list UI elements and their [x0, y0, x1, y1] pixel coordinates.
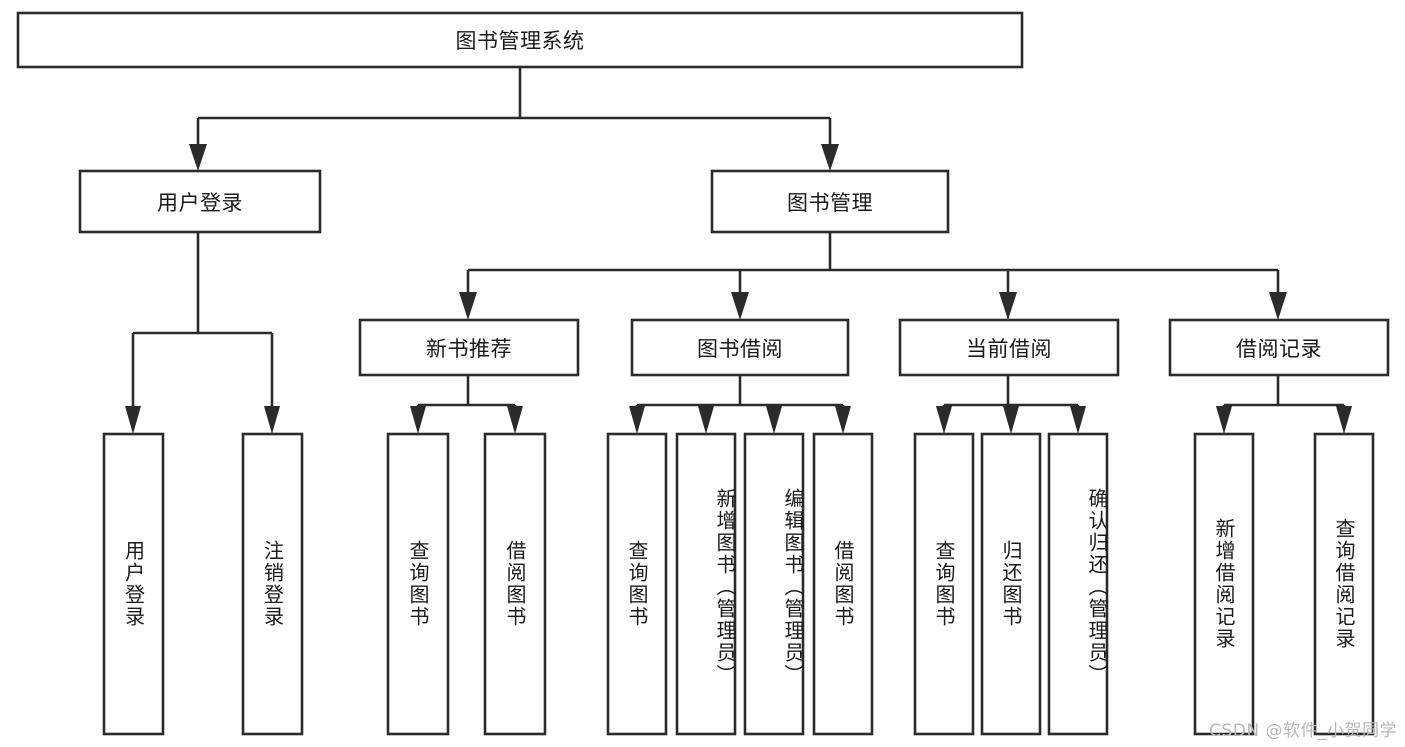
node-box-borrow-record[interactable] [1168, 318, 1390, 377]
arrow-head-icon [125, 406, 141, 434]
arrow-head-icon [936, 406, 952, 434]
node-box-book-borrow[interactable] [630, 318, 850, 377]
node-box-leaf-borrow-query-book[interactable] [606, 432, 668, 736]
arrow-head-icon [459, 292, 477, 320]
node-box-leaf-borrow-add-book[interactable] [675, 432, 737, 736]
arrow-head-icon [264, 406, 280, 434]
arrow-head-icon [1003, 406, 1019, 434]
arrow-head-icon [731, 292, 749, 320]
arrow-head-icon [189, 144, 207, 171]
node-box-leaf-record-query[interactable] [1313, 432, 1375, 736]
arrow-head-icon [821, 144, 839, 171]
arrow-head-icon [629, 406, 645, 434]
arrow-head-icon [1269, 292, 1287, 320]
node-box-leaf-rec-borrow-book[interactable] [483, 432, 547, 736]
connector-currentborrow-to-leaves [936, 375, 1086, 434]
connector-bookborrow-to-leaves [629, 375, 851, 434]
connector-userlogin-to-leaves [125, 232, 280, 434]
connector-bookmanage-to-level3 [459, 232, 1287, 320]
arrow-head-icon [766, 406, 782, 434]
arrow-head-icon [507, 406, 523, 434]
node-box-book-manage[interactable] [710, 169, 950, 234]
arrow-head-icon [835, 406, 851, 434]
arrow-head-icon [698, 406, 714, 434]
node-box-leaf-current-confirm-return[interactable] [1047, 432, 1109, 736]
node-box-leaf-current-query-book[interactable] [913, 432, 975, 736]
node-box-leaf-rec-query-book[interactable] [386, 432, 450, 736]
arrow-head-icon [1336, 406, 1352, 434]
arrow-head-icon [999, 292, 1017, 320]
node-box-leaf-user-login[interactable] [102, 432, 165, 736]
node-box-current-borrow[interactable] [898, 318, 1120, 377]
connector-borrowrecord-to-leaves [1216, 375, 1352, 434]
node-box-leaf-current-return-book[interactable] [980, 432, 1042, 736]
connector-root-to-level2 [189, 67, 839, 171]
node-box-root[interactable] [16, 11, 1024, 69]
connector-newbookrec-to-leaves [410, 375, 523, 434]
arrow-head-icon [410, 406, 426, 434]
node-box-leaf-borrow-edit-book[interactable] [743, 432, 805, 736]
arrow-head-icon [1070, 406, 1086, 434]
node-box-leaf-borrow-borrow-book[interactable] [812, 432, 874, 736]
arrow-head-icon [1216, 406, 1232, 434]
node-box-leaf-user-logout[interactable] [241, 432, 304, 736]
node-box-leaf-record-add[interactable] [1193, 432, 1255, 736]
node-box-new-book-rec[interactable] [358, 318, 580, 377]
node-box-user-login[interactable] [78, 169, 322, 234]
